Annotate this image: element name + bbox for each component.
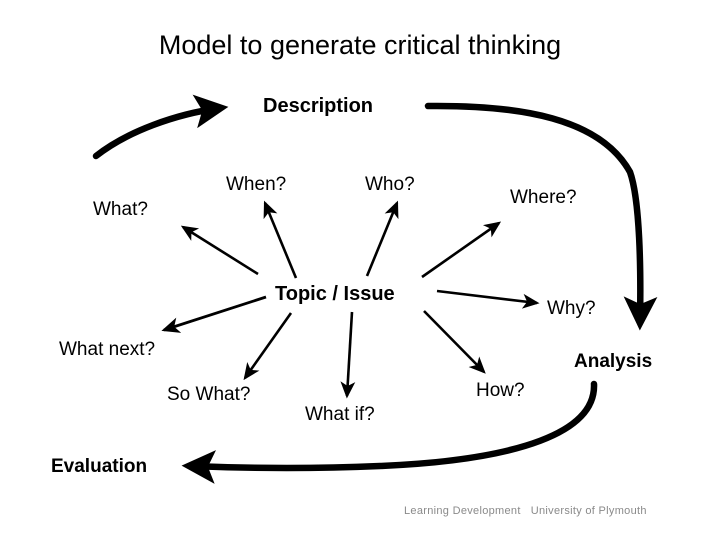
spoke-arrow-so-what — [243, 312, 293, 381]
flow-arrow-to-description — [92, 94, 229, 160]
spoke-arrow-what-next — [161, 295, 267, 333]
center-node-topic-issue: Topic / Issue — [275, 283, 395, 305]
spoke-arrow-why — [436, 289, 540, 309]
question-label-how: How? — [476, 380, 525, 401]
stage-label-analysis: Analysis — [574, 351, 653, 372]
question-label-who: Who? — [365, 174, 415, 195]
question-label-why: Why? — [547, 298, 596, 319]
footer-credit: Learning Development University of Plymo… — [404, 505, 647, 517]
page-title: Model to generate critical thinking — [158, 30, 562, 60]
spoke-arrow-when — [263, 200, 298, 279]
question-label-where: Where? — [510, 187, 577, 208]
spoke-arrow-what-if — [340, 311, 356, 399]
question-label-what: What? — [93, 199, 148, 220]
spoke-arrow-what — [180, 225, 259, 276]
question-label-what-next: What next? — [59, 339, 156, 360]
question-label-so-what: So What? — [167, 384, 251, 405]
spoke-arrow-how — [423, 310, 486, 374]
flow-arrow-to-analysis — [424, 102, 658, 331]
question-label-when: When? — [226, 174, 287, 195]
stage-label-description: Description — [263, 95, 374, 117]
stage-label-evaluation: Evaluation — [51, 456, 148, 477]
spoke-arrow-who — [365, 200, 399, 277]
spoke-arrow-where — [421, 221, 502, 279]
question-label-what-if: What if? — [305, 404, 375, 425]
flow-arrow-to-evaluation — [181, 380, 598, 484]
